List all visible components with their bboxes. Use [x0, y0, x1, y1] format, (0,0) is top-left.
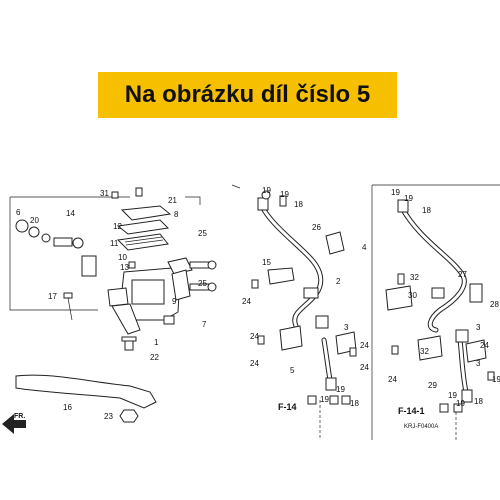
- callout: 5: [290, 366, 295, 375]
- callout: 25: [198, 279, 207, 288]
- banner-text: Na obrázku díl číslo 5: [124, 81, 371, 108]
- callout: 30: [408, 291, 417, 300]
- callout: 32: [420, 347, 429, 356]
- callout: 3: [476, 359, 481, 368]
- callout: 29: [428, 381, 437, 390]
- callout: 23: [104, 412, 113, 421]
- callout: 1: [154, 338, 159, 347]
- callout: 7: [202, 320, 207, 329]
- callout: 9: [172, 297, 177, 306]
- callout: 19: [320, 395, 329, 404]
- callout: 24: [360, 341, 369, 350]
- lever-nut: [119, 409, 139, 423]
- callout: 24: [480, 341, 489, 350]
- brake-lever: [15, 374, 157, 409]
- callout: 22: [150, 353, 159, 362]
- callout: 19: [262, 186, 271, 195]
- reservoir-cover: [111, 187, 172, 269]
- callout: 19: [280, 190, 289, 199]
- callout: 2: [336, 277, 341, 286]
- callout: 24: [360, 363, 369, 372]
- callout: 10: [118, 253, 127, 262]
- piston-kit: [15, 219, 97, 277]
- ref-label-left: F-14: [278, 402, 297, 412]
- callout: 18: [474, 397, 483, 406]
- callout: 28: [490, 300, 499, 309]
- callout: 25: [198, 229, 207, 238]
- callout: 18: [422, 206, 431, 215]
- callout: 20: [30, 216, 39, 225]
- callout: 6: [16, 208, 21, 217]
- callout: 21: [168, 196, 177, 205]
- callout: 15: [262, 258, 271, 267]
- callout: 27: [458, 270, 467, 279]
- pivot-bolt: [63, 292, 73, 321]
- brake-hose-left: [231, 184, 357, 405]
- callout: 19: [448, 391, 457, 400]
- callout: 19: [492, 375, 500, 384]
- front-arrow-icon: [2, 414, 26, 434]
- callout: 11: [110, 239, 119, 248]
- callout: 24: [250, 359, 259, 368]
- callout: 19: [456, 399, 465, 408]
- callout: 17: [48, 292, 57, 301]
- callout: 4: [362, 243, 367, 252]
- right-box: [371, 184, 500, 440]
- front-label: FR.: [14, 413, 25, 420]
- callout: 24: [242, 297, 251, 306]
- callout: 3: [344, 323, 349, 332]
- callout: 18: [350, 399, 359, 408]
- callout: 19: [391, 188, 400, 197]
- callout: 13: [120, 263, 129, 272]
- callout: 24: [388, 375, 397, 384]
- callout-numbers: 31 21 6 20 14 8 12 11 10 13 25 19 19 18 …: [16, 186, 500, 421]
- master-cylinder-body: [107, 257, 217, 335]
- master-cylinder-bracket: [9, 196, 201, 311]
- part-number-banner: Na obrázku díl číslo 5: [98, 72, 397, 118]
- diagram-code: KRJ-F0400A: [404, 424, 438, 430]
- callout: 3: [476, 323, 481, 332]
- callout: 19: [404, 194, 413, 203]
- callout: 24: [250, 332, 259, 341]
- ref-label-right: F-14-1: [398, 406, 425, 416]
- callout: 16: [63, 403, 72, 412]
- callout: 26: [312, 223, 321, 232]
- callout: 12: [113, 222, 122, 231]
- bolt-22: [121, 336, 137, 351]
- callout: 31: [100, 189, 109, 198]
- callout: 19: [336, 385, 345, 394]
- callout: 14: [66, 209, 75, 218]
- callout: 8: [174, 210, 179, 219]
- callout: 18: [294, 200, 303, 209]
- callout: 32: [410, 273, 419, 282]
